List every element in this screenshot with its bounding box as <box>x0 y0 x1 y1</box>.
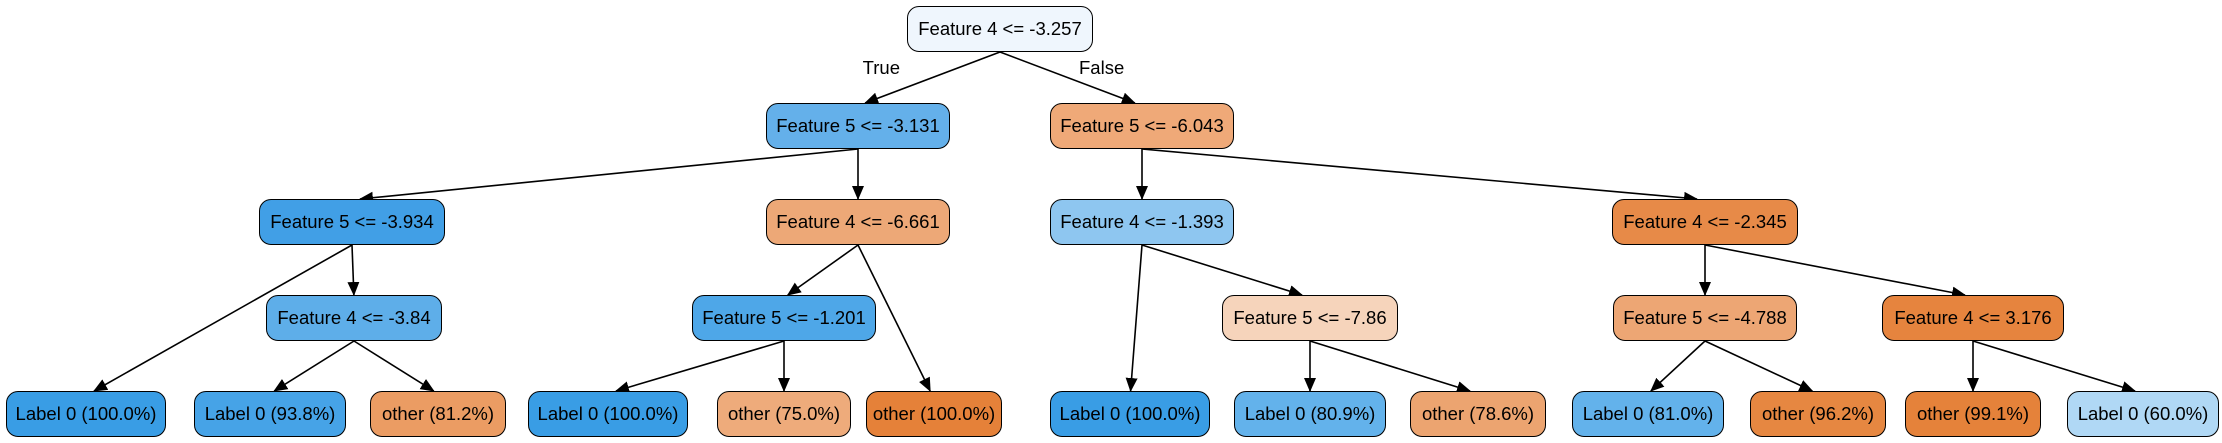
decision-node-n0: Feature 4 <= -3.257 <box>907 6 1093 52</box>
leaf-node-l10: Label 0 (81.0%) <box>1572 391 1724 437</box>
decision-node-n6: Feature 4 <= -2.345 <box>1612 199 1798 245</box>
edge-n7-l3 <box>353 340 435 392</box>
decision-node-n10: Feature 5 <= -4.788 <box>1613 295 1797 341</box>
decision-node-n7: Feature 4 <= -3.84 <box>266 295 442 341</box>
leaf-node-l2: Label 0 (93.8%) <box>194 391 346 437</box>
decision-node-n2: Feature 5 <= -6.043 <box>1050 103 1234 149</box>
edge-n8-l4 <box>615 340 785 394</box>
leaf-node-l9: other (78.6%) <box>1410 391 1546 437</box>
decision-node-n11: Feature 4 <= 3.176 <box>1882 295 2064 341</box>
decision-node-n5: Feature 4 <= -1.393 <box>1050 199 1234 245</box>
edge-n7-l2 <box>273 340 355 392</box>
edge-n9-l9 <box>1309 340 1471 393</box>
decision-node-n8: Feature 5 <= -1.201 <box>692 295 876 341</box>
leaf-node-l1: Label 0 (100.0%) <box>6 391 166 437</box>
leaf-node-l5: other (75.0%) <box>717 391 851 437</box>
leaf-node-l13: Label 0 (60.0%) <box>2067 391 2219 437</box>
edge-n1-n3 <box>359 148 859 204</box>
decision-node-n4: Feature 4 <= -6.661 <box>766 199 950 245</box>
edge-n2-n6 <box>1141 148 1698 204</box>
edge-n0-n2 <box>999 51 1136 105</box>
edge-n5-n9 <box>1141 244 1303 297</box>
edge-n4-n8 <box>786 244 859 296</box>
decision-node-n9: Feature 5 <= -7.86 <box>1222 295 1398 341</box>
edge-n10-l11 <box>1704 340 1814 392</box>
leaf-node-l4: Label 0 (100.0%) <box>528 391 688 437</box>
edge-label-true: True <box>862 57 900 78</box>
decision-node-n1: Feature 5 <= -3.131 <box>766 103 950 149</box>
leaf-node-l7: Label 0 (100.0%) <box>1050 391 1210 437</box>
edge-n3-n7 <box>347 244 360 296</box>
decision-node-n3: Feature 5 <= -3.934 <box>259 199 445 245</box>
edge-n10-l10 <box>1650 340 1706 392</box>
edge-n5-l7 <box>1125 244 1143 392</box>
edge-n11-l13 <box>1972 340 2136 393</box>
leaf-node-l8: Label 0 (80.9%) <box>1234 391 1386 437</box>
leaf-node-l6: other (100.0%) <box>866 391 1002 437</box>
edge-n0-n1 <box>864 51 1001 105</box>
edge-label-false: False <box>1079 57 1125 78</box>
leaf-node-l11: other (96.2%) <box>1750 391 1886 437</box>
edge-n4-l6 <box>857 244 931 392</box>
leaf-node-l12: other (99.1%) <box>1905 391 2041 437</box>
leaf-node-l3: other (81.2%) <box>370 391 506 437</box>
edge-n3-l1 <box>93 244 353 392</box>
edge-n6-n11 <box>1704 244 1966 299</box>
